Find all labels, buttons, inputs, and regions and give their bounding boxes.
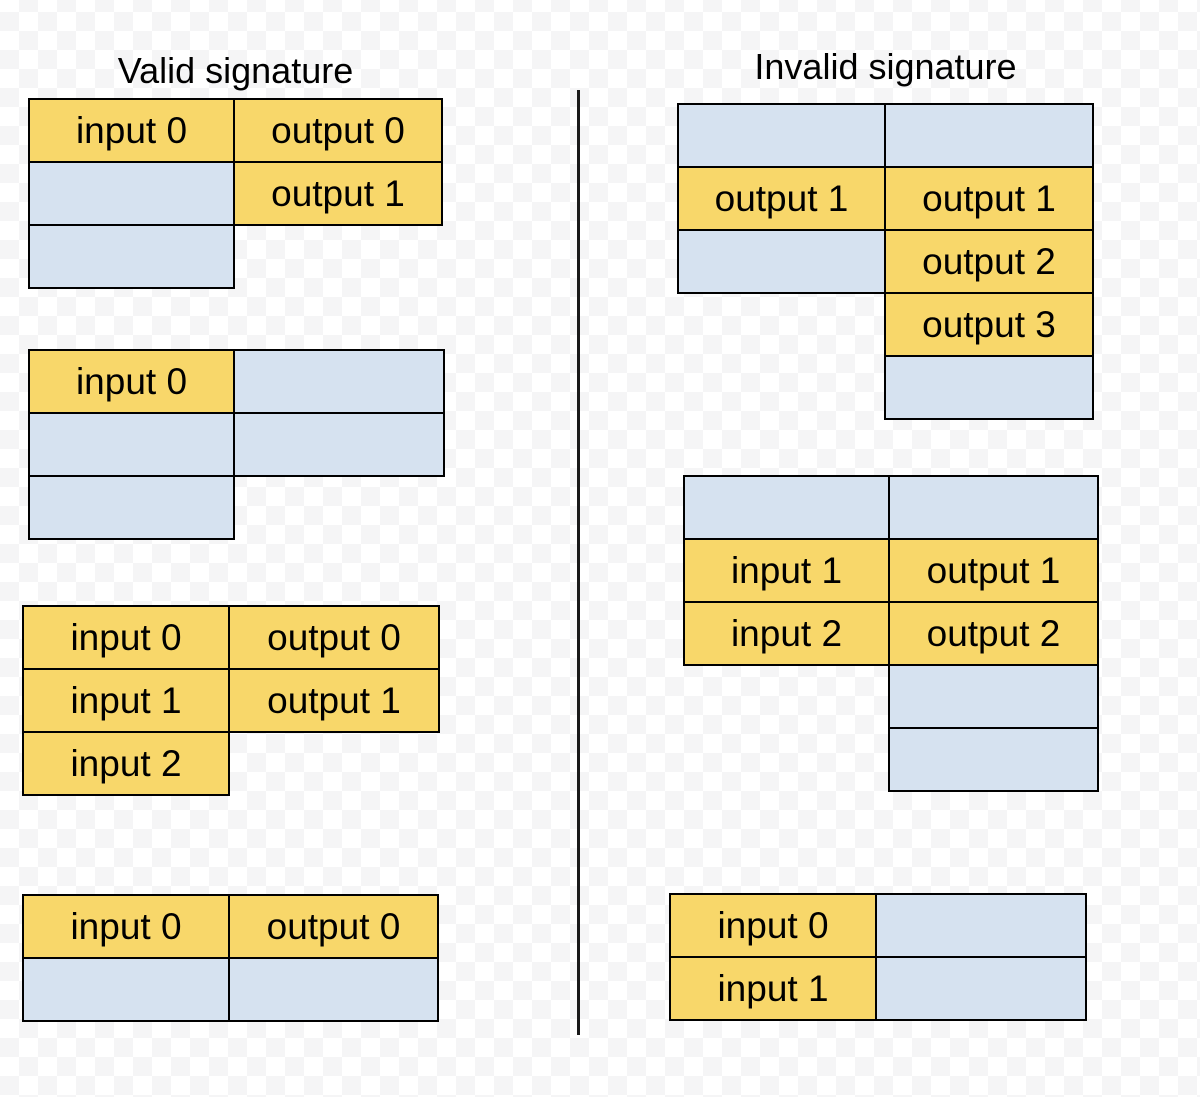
cell-output-2: output 2 (888, 601, 1099, 666)
invalid-table1-output-column: output 1 output 2 output 3 (884, 103, 1094, 420)
cell-output-0: output 0 (228, 894, 439, 959)
cell-input-0: input 0 (669, 893, 877, 958)
cell-label: output 0 (266, 905, 401, 947)
cell-empty (888, 475, 1099, 540)
valid-section-title: Valid signature (117, 50, 354, 91)
cell-output-1: output 1 (884, 166, 1094, 231)
cell-label: output 1 (714, 177, 849, 219)
cell-empty (28, 412, 235, 477)
cell-empty (22, 957, 230, 1022)
cell-empty (28, 475, 235, 540)
cell-empty (875, 893, 1087, 958)
cell-empty (888, 664, 1099, 729)
cell-input-1: input 1 (669, 956, 877, 1021)
cell-input-2: input 2 (683, 601, 890, 666)
cell-output-1: output 1 (888, 538, 1099, 603)
cell-empty (677, 229, 886, 294)
invalid-section-title: Invalid signature (754, 46, 1017, 87)
cell-label: output 1 (267, 679, 401, 721)
valid-table4-input-column: input 0 (22, 894, 230, 1022)
cell-empty (875, 956, 1087, 1021)
cell-label: input 1 (717, 967, 829, 1009)
cell-empty (888, 727, 1099, 792)
invalid-table1-input-column: output 1 (677, 103, 886, 294)
cell-label: output 2 (926, 612, 1061, 654)
cell-empty (28, 161, 235, 226)
cell-empty (884, 103, 1094, 168)
cell-input-0: input 0 (22, 894, 230, 959)
cell-output-2: output 2 (884, 229, 1094, 294)
cell-label: input 0 (75, 360, 188, 402)
cell-label: output 1 (271, 172, 405, 214)
cell-label: output 0 (271, 109, 405, 151)
cell-label: input 0 (717, 904, 829, 946)
valid-table4-output-column: output 0 (228, 894, 439, 1022)
invalid-table3-output-column (875, 893, 1087, 1021)
cell-empty (677, 103, 886, 168)
cell-label: output 1 (926, 549, 1061, 591)
cell-input-0: input 0 (28, 349, 235, 414)
cell-empty (233, 412, 445, 477)
cell-input-0: input 0 (28, 98, 235, 163)
cell-label: input 0 (70, 616, 182, 658)
cell-output-1: output 1 (233, 161, 443, 226)
invalid-table2-input-column: input 1 input 2 (683, 475, 890, 666)
cell-label: output 3 (922, 303, 1056, 345)
invalid-table3-input-column: input 0 input 1 (669, 893, 877, 1021)
cell-label: input 1 (730, 549, 843, 591)
valid-table2-input-column: input 0 (28, 349, 235, 540)
cell-label: input 0 (75, 109, 188, 151)
valid-table3-output-column: output 0 output 1 (228, 605, 440, 733)
cell-empty (28, 224, 235, 289)
cell-empty (884, 355, 1094, 420)
valid-table2-output-column (233, 349, 445, 477)
cell-output-0: output 0 (228, 605, 440, 670)
cell-output-1: output 1 (228, 668, 440, 733)
cell-output-3: output 3 (884, 292, 1094, 357)
cell-input-1: input 1 (683, 538, 890, 603)
cell-label: input 2 (70, 742, 182, 784)
section-divider-line (577, 90, 580, 1035)
valid-table1-output-column: output 0 output 1 (233, 98, 443, 226)
valid-table1-input-column: input 0 (28, 98, 235, 289)
cell-label: output 2 (922, 240, 1056, 282)
cell-input-2: input 2 (22, 731, 230, 796)
invalid-table2-output-column: output 1 output 2 (888, 475, 1099, 792)
cell-input-0: input 0 (22, 605, 230, 670)
valid-table3-input-column: input 0 input 1 input 2 (22, 605, 230, 796)
cell-empty (233, 349, 445, 414)
cell-empty (228, 957, 439, 1022)
cell-label: output 1 (922, 177, 1056, 219)
cell-output-0: output 0 (233, 98, 443, 163)
cell-output-1: output 1 (677, 166, 886, 231)
cell-input-1: input 1 (22, 668, 230, 733)
cell-label: output 0 (267, 616, 401, 658)
cell-label: input 0 (70, 905, 182, 947)
cell-label: input 2 (730, 612, 843, 654)
cell-label: input 1 (70, 679, 182, 721)
cell-empty (683, 475, 890, 540)
